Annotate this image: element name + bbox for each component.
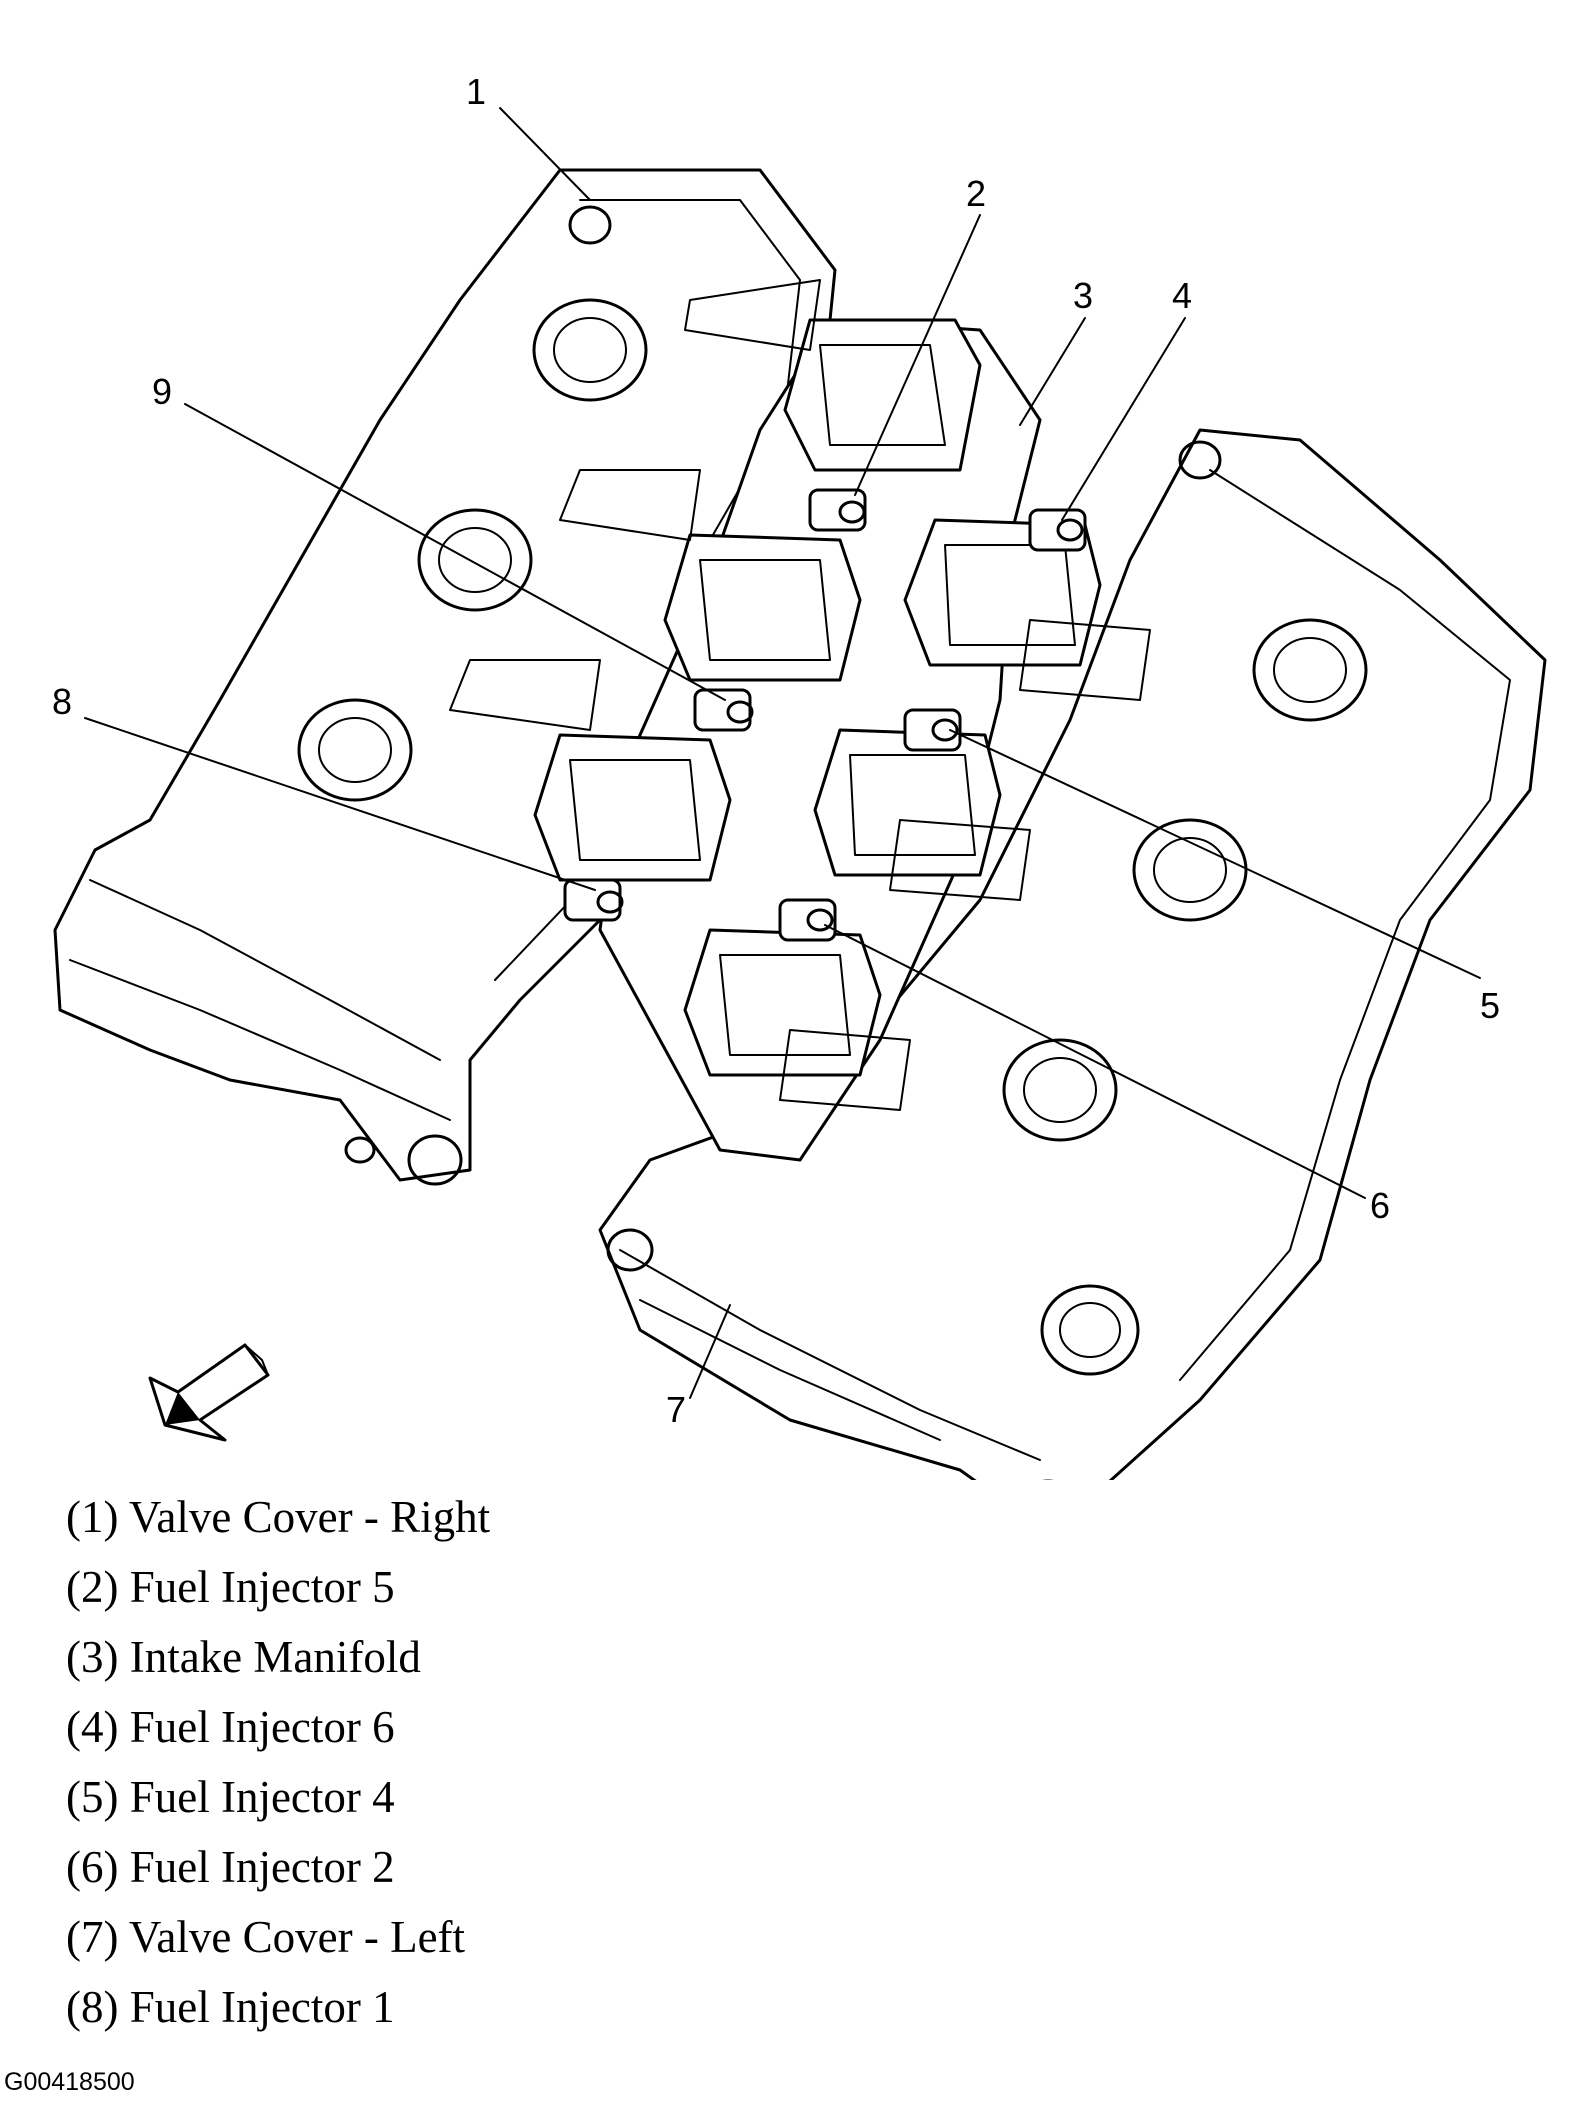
callout-6: 6 — [1370, 1185, 1390, 1226]
callout-5: 5 — [1480, 985, 1500, 1026]
legend-item: (7) Valve Cover - Left — [66, 1912, 466, 1962]
engine-diagram: 1 2 3 4 5 6 7 8 9 — [52, 71, 1547, 1480]
legend-item: (4) Fuel Injector 6 — [66, 1702, 395, 1752]
fuel-injector-3 — [693, 688, 754, 732]
fuel-injector-6 — [1028, 508, 1087, 552]
fuel-injectors — [563, 488, 1087, 942]
valve-cover-left — [598, 428, 1547, 1480]
callout-1: 1 — [466, 71, 486, 112]
legend-item: (1) Valve Cover - Right — [66, 1492, 491, 1542]
callout-3: 3 — [1073, 275, 1093, 316]
fuel-injector-4 — [903, 708, 962, 752]
legend-item: (6) Fuel Injector 2 — [66, 1842, 395, 1892]
legend-item: (8) Fuel Injector 1 — [66, 1982, 395, 2032]
callout-numbers: 1 2 3 4 5 6 7 8 9 — [52, 71, 1500, 1430]
intake-manifold — [449, 279, 1151, 1162]
parts-legend: (1) Valve Cover - Right (2) Fuel Injecto… — [66, 1482, 490, 2042]
fuel-injector-5 — [808, 488, 867, 532]
callout-7: 7 — [666, 1389, 686, 1430]
callout-8: 8 — [52, 681, 72, 722]
legend-item: (2) Fuel Injector 5 — [66, 1562, 395, 1612]
legend-item: (5) Fuel Injector 4 — [66, 1772, 395, 1822]
fuel-injector-1 — [563, 878, 624, 922]
callout-9: 9 — [152, 371, 172, 412]
fuel-injector-2 — [778, 898, 837, 942]
front-arrow-icon — [148, 1343, 270, 1442]
callout-2: 2 — [966, 173, 986, 214]
leader-lines — [84, 107, 1481, 1399]
legend-item: (3) Intake Manifold — [66, 1632, 421, 1682]
callout-4: 4 — [1172, 275, 1192, 316]
figure-id: G00418500 — [4, 2068, 135, 2096]
